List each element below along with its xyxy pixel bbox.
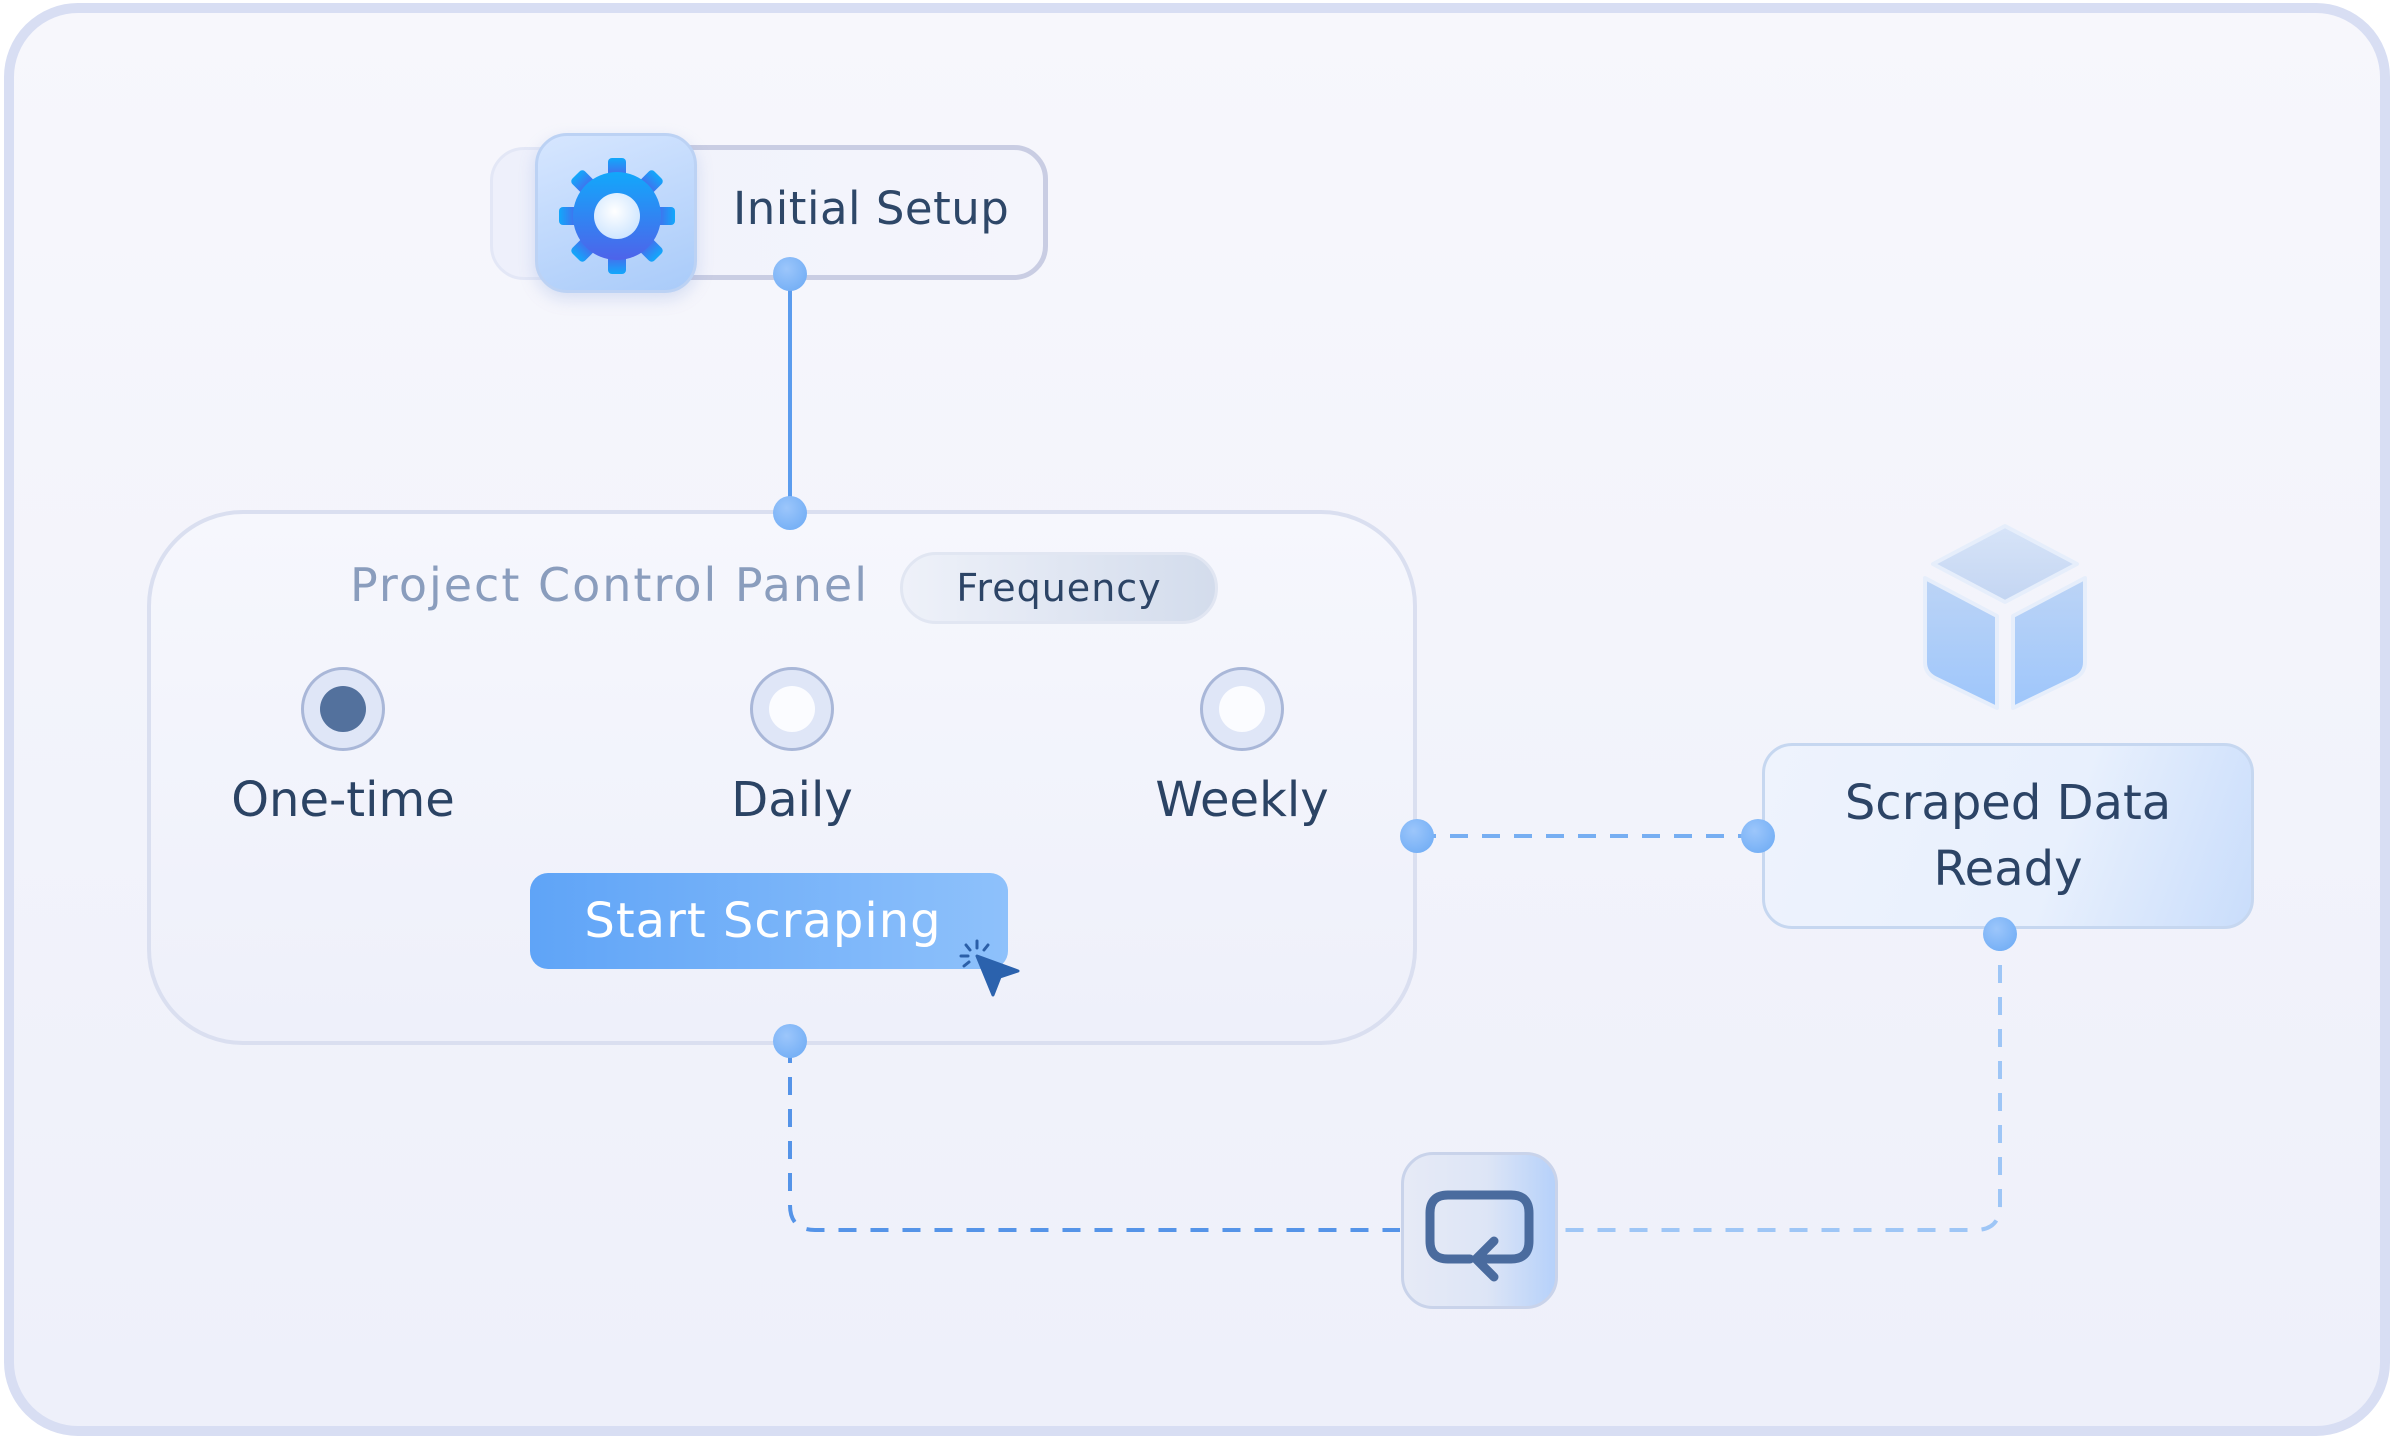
panel-output-port[interactable] (1400, 819, 1434, 853)
loop-node[interactable] (1401, 1152, 1558, 1309)
cursor-click-icon (959, 939, 1020, 997)
radio-label-weekly: Weekly (1155, 772, 1329, 828)
scraped-data-label-line1: Scraped Data (1844, 775, 2172, 831)
loop-icon (1425, 1190, 1534, 1282)
radio-indicator (1219, 686, 1265, 732)
setup-label: Initial Setup (733, 182, 1010, 235)
cube-icon (1923, 524, 2087, 710)
panel-title: Project Control Panel (350, 558, 870, 612)
setup-output-port[interactable] (773, 257, 807, 291)
scraped-data-label-line2: Ready (1933, 841, 2083, 897)
radio-weekly[interactable] (1200, 667, 1284, 751)
start-scraping-button[interactable]: Start Scraping (530, 873, 1008, 969)
gear-tile (535, 133, 697, 293)
gear-icon (559, 158, 675, 274)
connector-output-loop (1560, 933, 2002, 1232)
output-input-port[interactable] (1741, 819, 1775, 853)
panel-input-port[interactable] (773, 496, 807, 530)
radio-label-one-time: One-time (231, 772, 455, 828)
radio-label-daily: Daily (731, 772, 853, 828)
frequency-badge: Frequency (900, 552, 1218, 624)
radio-one-time[interactable] (301, 667, 385, 751)
radio-daily[interactable] (750, 667, 834, 751)
scraped-data-label: Scraped Data Ready (1770, 770, 2246, 902)
radio-indicator (769, 686, 815, 732)
panel-loop-port[interactable] (773, 1024, 807, 1058)
radio-indicator (320, 686, 366, 732)
output-loop-port[interactable] (1983, 917, 2017, 951)
connector-panel-loop (788, 1045, 1400, 1232)
